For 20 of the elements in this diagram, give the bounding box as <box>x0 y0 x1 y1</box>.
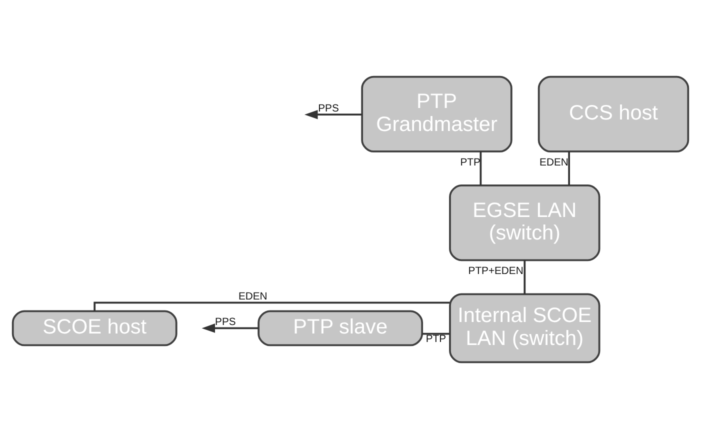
edge-label: PTP <box>460 157 480 168</box>
node-box: EGSE LAN (switch) <box>449 184 600 262</box>
edge-label: EDEN <box>540 157 568 168</box>
node-box: Internal SCOE LAN (switch) <box>449 293 600 364</box>
arrow <box>304 110 362 120</box>
node-box: SCOE host <box>12 310 178 346</box>
node-box: PTP slave <box>258 310 424 346</box>
node-box: PTP Grandmaster <box>361 76 512 152</box>
edge-label: PTP+EDEN <box>468 266 524 278</box>
connector <box>94 302 450 312</box>
connector <box>524 260 526 294</box>
edge-label: EDEN <box>238 292 268 303</box>
connector <box>480 152 482 186</box>
arrow <box>202 324 259 333</box>
edge-label: PPS <box>215 317 236 328</box>
connector <box>568 152 570 186</box>
node-box: CCS host <box>538 76 690 152</box>
connector <box>422 332 450 335</box>
edge-label: PTP <box>426 334 446 346</box>
edge-label: PPS <box>318 104 339 115</box>
